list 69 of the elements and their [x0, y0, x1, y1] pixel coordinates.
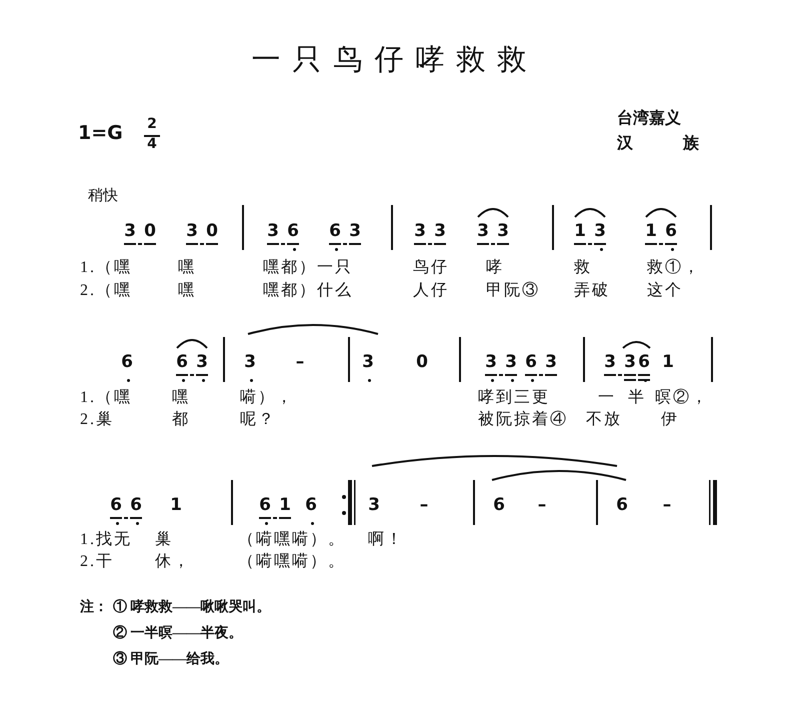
- note-group: 6 3: [175, 350, 209, 383]
- note-group: 0: [415, 350, 429, 383]
- note-group: 3 3 6 3: [484, 350, 558, 383]
- time-signature-number: 4: [147, 136, 157, 152]
- lyric-text: 巢: [155, 530, 173, 550]
- lyric-text: 人仔: [413, 281, 449, 301]
- note-group: 3 3: [413, 219, 447, 252]
- lyric-text: 2.干: [80, 552, 114, 572]
- note-group: 3 3: [476, 219, 510, 252]
- note-group: 6: [492, 493, 506, 526]
- note-group: –: [535, 493, 549, 526]
- lyric-text: 嘿: [172, 388, 190, 408]
- note-group: 3 6: [266, 219, 300, 252]
- note-group: 1 3: [573, 219, 607, 252]
- lyric-text: 鸟仔: [413, 258, 449, 278]
- song-title: 一只鸟仔哮救救: [252, 43, 538, 78]
- note-group: 3: [243, 350, 257, 383]
- note-group: 6 1: [258, 493, 292, 526]
- lyric-text: 甲阮③: [486, 281, 540, 301]
- footnote-text: ③ 甲阮——给我。: [113, 650, 228, 668]
- lyric-text: 嗬），: [240, 388, 294, 408]
- lyric-text: （嗬嘿嗬）。: [238, 530, 346, 550]
- lyric-text: 被阮掠着④: [478, 410, 568, 430]
- note-group: –: [417, 493, 431, 526]
- origin-note: 汉族: [617, 134, 749, 154]
- note-group: 6: [120, 350, 134, 383]
- lyric-text: 哮到三更: [478, 388, 550, 408]
- origin-note: 台湾嘉义: [617, 108, 681, 129]
- lyric-text: 这个: [647, 281, 683, 301]
- lyric-text: 呢？: [240, 410, 276, 430]
- note-group: 3: [361, 350, 375, 383]
- lyric-text: 嘿: [178, 281, 196, 301]
- lyric-text: 嘿都）一只: [263, 258, 353, 278]
- footnote-text: 注：: [80, 598, 108, 616]
- lyric-text: （嗬嘿嗬）。: [238, 552, 346, 572]
- note-group: 1: [661, 350, 675, 383]
- lyric-text: 暝②，: [655, 388, 709, 408]
- lyric-text: 1.找无: [80, 530, 132, 550]
- key-signature: 1=G: [78, 122, 123, 144]
- lyric-text: 伊: [661, 410, 679, 430]
- lyric-text: 嘿都）什么: [263, 281, 353, 301]
- lyric-text: 休，: [155, 552, 191, 572]
- lyric-text: 都: [172, 410, 190, 430]
- lyric-text: 2.（嘿: [80, 281, 132, 301]
- lyric-text: 救: [574, 258, 592, 278]
- lyric-text: 哮: [486, 258, 504, 278]
- lyric-text: 1.（嘿: [80, 388, 132, 408]
- footnote-text: ② 一半暝——半夜。: [113, 624, 242, 642]
- note-group: 6 6: [109, 493, 143, 526]
- lyric-text: 救①，: [647, 258, 701, 278]
- lyric-text: 啊！: [368, 530, 404, 550]
- footnote-text: ① 哮救救——啾啾哭叫。: [113, 598, 270, 616]
- time-signature-number: 2: [147, 116, 157, 132]
- note-group: 3: [367, 493, 381, 526]
- lyric-text: 2.巢: [80, 410, 114, 430]
- note-group: –: [293, 350, 307, 383]
- note-group: 6 3: [328, 219, 362, 252]
- lyric-text: 弄破: [574, 281, 610, 301]
- tempo-mark: 稍快: [88, 186, 118, 205]
- note-group: 6: [615, 493, 629, 526]
- lyric-text: 1.（嘿: [80, 258, 132, 278]
- note-group: 1 6: [644, 219, 678, 252]
- note-group: –: [660, 493, 674, 526]
- note-group: 1: [169, 493, 183, 526]
- note-group: 6: [304, 493, 318, 526]
- lyric-text: 不放: [586, 410, 622, 430]
- lyric-text: 嘿: [178, 258, 196, 278]
- note-group: 3 0: [185, 219, 219, 252]
- note-group: 3 0: [123, 219, 157, 252]
